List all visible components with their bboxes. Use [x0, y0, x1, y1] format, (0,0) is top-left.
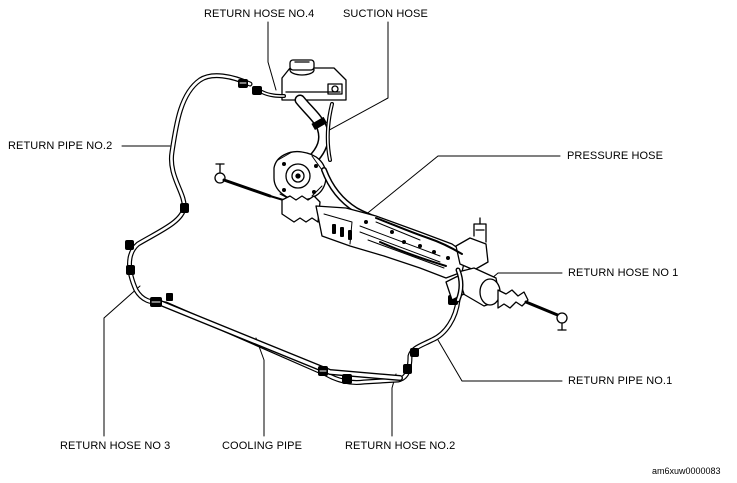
reservoir [252, 59, 347, 101]
leader-suction-hose [321, 21, 389, 135]
suction-hose [294, 94, 330, 166]
label-return-pipe-no1: RETURN PIPE NO.1 [568, 375, 673, 387]
return-pipe-loop [125, 73, 461, 385]
figure-reference-code: am6xuw0000083 [652, 466, 721, 476]
label-return-pipe-no2: RETURN PIPE NO.2 [8, 140, 113, 152]
label-return-hose-no3: RETURN HOSE NO 3 [60, 440, 171, 452]
label-return-hose-no4: RETURN HOSE NO.4 [204, 8, 315, 20]
leader-return-hose-no2 [391, 373, 397, 437]
leader-return-pipe-no1 [437, 339, 563, 382]
leader-pressure-hose [363, 155, 561, 217]
leader-cooling-pipe [255, 337, 265, 437]
label-return-hose-no2: RETURN HOSE NO.2 [345, 440, 456, 452]
label-suction-hose: SUCTION HOSE [343, 8, 428, 20]
cooling-pipe-path [155, 299, 403, 381]
leader-lines [103, 21, 563, 437]
return-hose-no1 [455, 267, 464, 303]
steering-gear [214, 163, 568, 331]
leader-return-hose-no4 [267, 21, 277, 91]
label-pressure-hose: PRESSURE HOSE [567, 150, 664, 162]
leader-return-hose-no3 [103, 285, 141, 437]
label-cooling-pipe: COOLING PIPE [222, 440, 303, 452]
label-return-hose-no1: RETURN HOSE NO 1 [568, 267, 679, 279]
